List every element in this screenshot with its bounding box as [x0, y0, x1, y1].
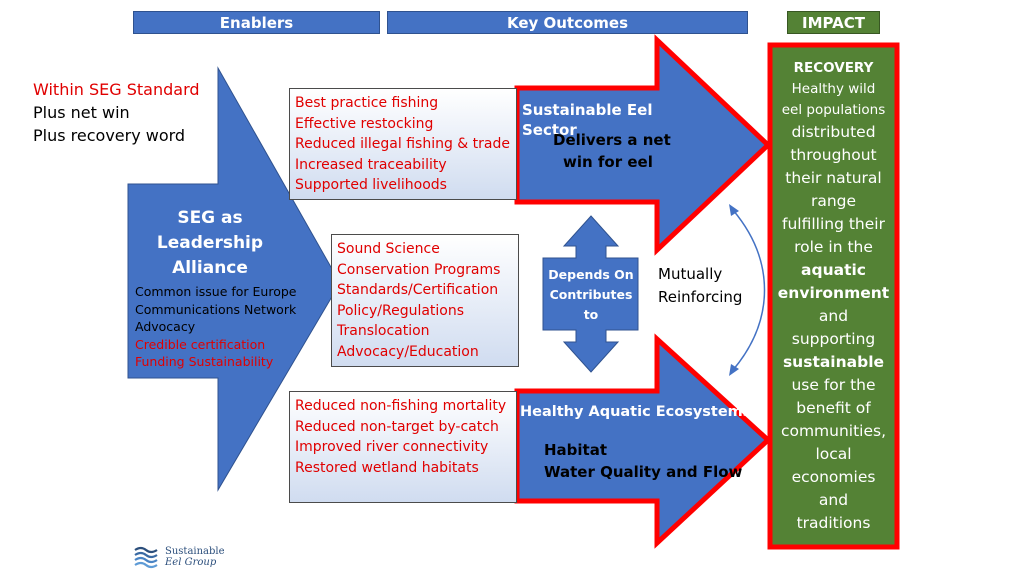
healthy-ecosystems-arrow [514, 333, 772, 549]
middle-box-item: Advocacy/Education [337, 343, 479, 360]
legend-plus-net-win: Plus net win [33, 103, 130, 122]
impact-line: supporting [791, 330, 876, 348]
seg-title-line3: Alliance [172, 258, 248, 278]
bottom-box-item: Reduced non-target by-catch [295, 418, 499, 435]
curve-arrowhead-bottom [729, 364, 739, 376]
middle-box-item: Conservation Programs [337, 261, 501, 278]
seg-item: Common issue for Europe [135, 284, 297, 299]
bottom-box-item: Improved river connectivity [295, 439, 489, 455]
top-box-item: Effective restocking [295, 115, 434, 132]
enablers-header: Enablers [133, 11, 380, 34]
double-arrow-line2: Contributes [549, 287, 633, 302]
impact-line: sustainable [782, 353, 885, 371]
impact-line: communities, [780, 422, 887, 440]
impact-title: RECOVERY [793, 60, 874, 76]
impact-line: benefit of [796, 399, 871, 417]
impact-line: traditions [796, 514, 871, 532]
logo-line2: Eel Group [165, 557, 217, 568]
middle-box-item: Translocation [337, 323, 430, 339]
bottom-outcome-line1: Habitat [544, 441, 608, 459]
key-outcomes-header: Key Outcomes [387, 11, 748, 34]
top-outcome-title: Sustainable Eel Sector [522, 101, 653, 139]
impact-line: economies [791, 468, 876, 486]
mutually-reinforcing-curve [732, 209, 766, 371]
impact-line: distributed [791, 123, 876, 141]
middle-box-item: Standards/Certification [337, 282, 499, 298]
double-arrow-line3: to [583, 307, 599, 322]
sustainable-eel-group-logo: Sustainable Eel Group [133, 545, 225, 569]
middle-box-item: Policy/Regulations [337, 302, 465, 319]
impact-line: aquatic [801, 261, 866, 279]
seg-leadership-arrow [127, 66, 341, 492]
seg-title-line1: SEG as [177, 208, 243, 228]
top-box-item: Reduced illegal fishing & trade [295, 136, 510, 152]
bottom-outcome-line2: Water Quality and Flow [544, 463, 743, 481]
bottom-box-item: Restored wetland habitats [295, 459, 479, 476]
bottom-outcome-title: Healthy Aquatic Ecosystems [520, 404, 752, 420]
reinforcing-label: Reinforcing [658, 288, 743, 306]
seg-item: Communications Network [135, 301, 297, 317]
seg-title-line2: Leadership [156, 233, 264, 253]
impact-line: fulfilling their [782, 215, 885, 233]
top-box-item: Supported livelihoods [295, 177, 447, 193]
top-box-item: Increased traceability [295, 156, 447, 173]
legend-within-seg-standard: Within SEG Standard [33, 80, 200, 99]
bottom-box-item: Reduced non-fishing mortality [295, 398, 507, 414]
legend-plus-recovery-word: Plus recovery word [33, 126, 186, 145]
mutually-label: Mutually [658, 265, 723, 283]
middle-box-item: Sound Science [337, 241, 440, 257]
impact-header: IMPACT [787, 11, 880, 34]
impact-line: eel populations [781, 102, 886, 118]
impact-line: role in the [794, 238, 873, 256]
impact-line: local [815, 445, 852, 463]
top-outcome-line2: win for eel [563, 153, 653, 171]
top-box-item: Best practice fishing [295, 95, 439, 111]
impact-line: range [810, 192, 857, 210]
impact-line: their natural [785, 169, 882, 187]
logo-line1: Sustainable [165, 546, 225, 557]
impact-line: and [818, 307, 849, 325]
impact-line: and [818, 491, 849, 509]
impact-line: use for the [791, 376, 876, 394]
impact-line: environment [777, 284, 890, 302]
impact-box [767, 42, 900, 550]
top-outcome-line1: Delivers a net [553, 131, 671, 149]
impact-line: Healthy wild [791, 81, 876, 97]
impact-text: RECOVERY Healthy wild eel populations dist… [777, 58, 890, 535]
double-arrow-line1: Depends On [548, 267, 634, 282]
sustainable-eel-sector-arrow [514, 34, 772, 256]
seg-item: Funding Sustainability [135, 354, 274, 369]
depends-on-double-arrow [542, 215, 639, 373]
eel-waves-icon [134, 546, 158, 569]
curve-arrowhead-top [729, 204, 739, 216]
seg-item: Credible certification [135, 336, 266, 352]
impact-line: throughout [790, 146, 877, 164]
seg-item: Advocacy [135, 319, 196, 334]
